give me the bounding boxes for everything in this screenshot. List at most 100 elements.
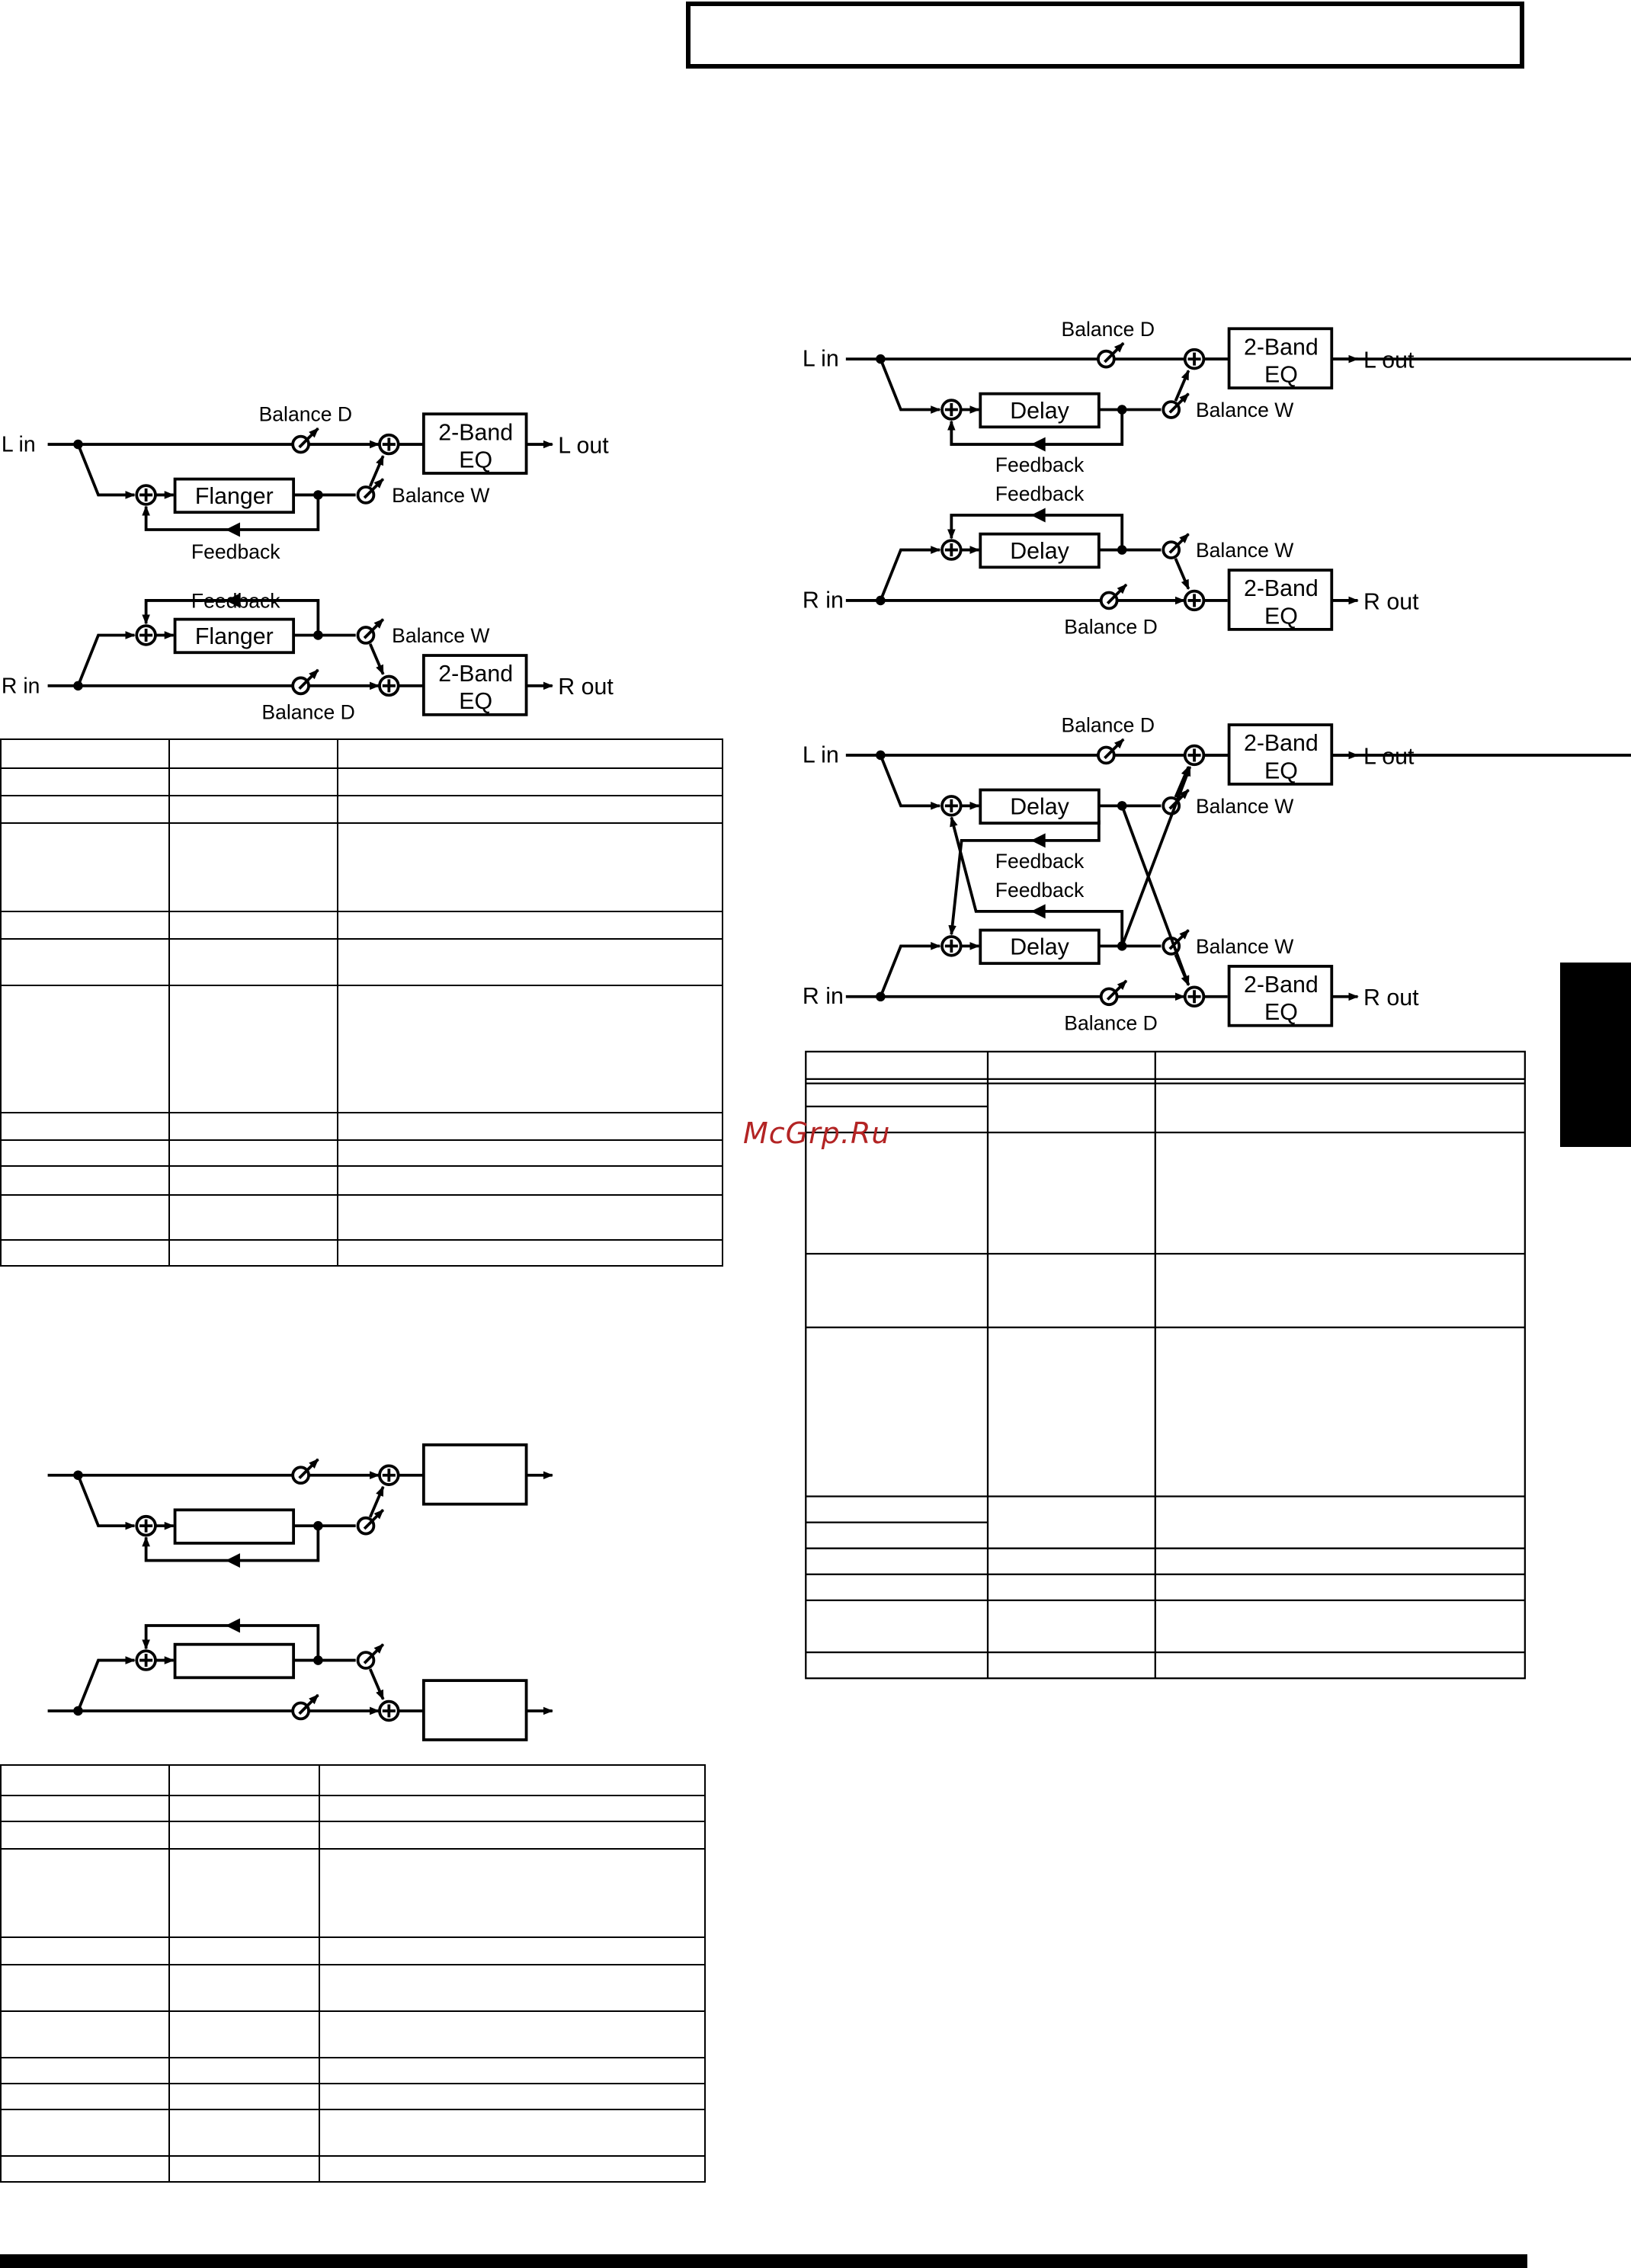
eq-label: EQ (1264, 1000, 1298, 1025)
table-cell (0, 2010, 170, 2058)
table-cell (0, 1139, 171, 1167)
table-cell (0, 1194, 171, 1241)
table-cell (0, 1964, 170, 2012)
eq-block (421, 1679, 528, 1741)
table-cell (168, 738, 339, 769)
signal-line (368, 1668, 385, 1701)
eq-block (421, 1443, 528, 1506)
feedback-label: Feedback (995, 850, 1085, 873)
table-cell (0, 2155, 170, 2183)
table-cell (168, 1964, 321, 2012)
table-cell (0, 938, 171, 986)
effect-block-label: Flanger (195, 484, 274, 509)
r-in-label: R in (803, 984, 844, 1009)
table-cell (168, 985, 339, 1113)
table-row (0, 1239, 723, 1267)
feedback-arrowhead (1030, 437, 1046, 452)
delay-label: Delay (1010, 539, 1069, 564)
feedback-arrowhead (1030, 833, 1046, 848)
table-row (0, 1795, 706, 1822)
table-cell (0, 2057, 170, 2084)
table-row (0, 1821, 706, 1850)
table-cell (0, 1795, 170, 1822)
table-row (0, 2057, 706, 2084)
table-cell (319, 2057, 706, 2084)
table-row (0, 795, 723, 824)
signal-line (879, 546, 941, 601)
effect-block (173, 1642, 296, 1680)
eq-label: EQ (1264, 758, 1298, 783)
signal-line (368, 643, 385, 675)
parameter-table-2 (0, 1764, 706, 2183)
eq-label: 2-Band (1244, 731, 1319, 756)
l-in-label: L in (803, 742, 839, 767)
watermark-text: McGrp.Ru (743, 1116, 891, 1150)
table-row (0, 1848, 706, 1938)
table-cell (337, 1194, 723, 1241)
eq-label: EQ (459, 447, 492, 472)
balance-d-label: Balance D (1064, 1011, 1157, 1034)
delay-label: Delay (1010, 935, 1069, 960)
table-cell (0, 1112, 171, 1141)
table-cell (319, 1936, 706, 1965)
table-cell (337, 1112, 723, 1141)
signal-line (1174, 558, 1190, 590)
knob-arrow (1106, 979, 1128, 1001)
eq-block (1227, 569, 1334, 631)
signal-line (368, 1485, 385, 1518)
feedback-arrowhead (1030, 508, 1046, 523)
eq-block (421, 654, 528, 716)
table-cell (337, 822, 723, 912)
table-cell (168, 1139, 339, 1167)
eq-label: EQ (1264, 362, 1298, 387)
eq-label: 2-Band (438, 420, 513, 445)
table-cell (0, 2083, 170, 2110)
table-cell (168, 767, 339, 796)
r-out-label: R out (558, 674, 614, 700)
signal-line (1120, 765, 1192, 947)
table-cell (168, 2010, 321, 2058)
table-cell (168, 795, 339, 824)
parameter-table-1 (0, 738, 723, 1267)
signal-line (948, 820, 1101, 936)
table-cell (0, 822, 171, 912)
parameter-table-3-wrap (804, 1050, 1528, 1681)
balance-w-label: Balance W (392, 624, 489, 647)
table-cell (168, 1194, 339, 1241)
table-frame (805, 1050, 1526, 1680)
table-cell (0, 1848, 170, 1938)
table-row (0, 2109, 706, 2157)
table-row (0, 1194, 723, 1241)
l-in-label: L in (803, 347, 839, 372)
signal-line (76, 1475, 136, 1530)
table-cell (168, 1112, 339, 1141)
balance-w-label: Balance W (1196, 795, 1293, 818)
eq-label: EQ (1264, 604, 1298, 629)
effect-block (173, 477, 296, 514)
eq-block (421, 412, 528, 475)
table-cell (168, 2155, 321, 2183)
table-row (0, 2010, 706, 2058)
side-chapter-tab (1560, 963, 1631, 1147)
signal-line (1120, 805, 1190, 986)
r-in-label: R in (2, 674, 40, 698)
table-row (0, 911, 723, 940)
table-row (0, 938, 723, 986)
table-cell (168, 938, 339, 986)
l-in-label: L in (2, 433, 36, 457)
table-cell (0, 738, 171, 769)
table-row (0, 822, 723, 912)
table-cell (0, 2109, 170, 2157)
table-cell (168, 1165, 339, 1196)
table-row (0, 1112, 723, 1141)
table-row (0, 2083, 706, 2110)
balance-d-label: Balance D (1062, 714, 1155, 737)
knob-arrow (298, 427, 319, 449)
feedback-arrowhead (225, 1553, 240, 1568)
table-row (0, 1964, 706, 2012)
table-cell (319, 1795, 706, 1822)
l-out-label: L out (1363, 744, 1415, 769)
knob-arrow (1104, 738, 1125, 760)
section-header-box (686, 2, 1524, 69)
table-cell (168, 1936, 321, 1965)
